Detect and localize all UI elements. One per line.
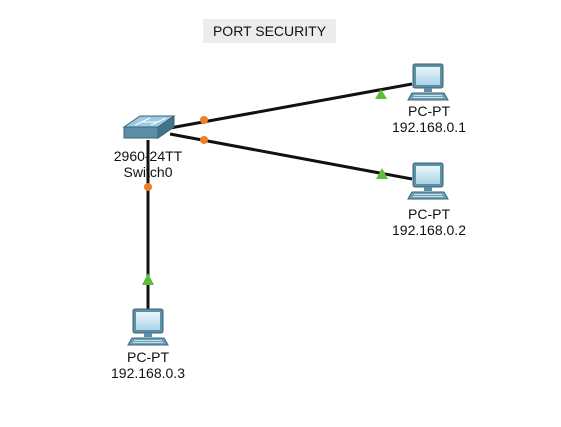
port-indicator-pc2 bbox=[376, 168, 388, 179]
pc-icon[interactable] bbox=[407, 63, 449, 101]
switch-label[interactable]: 2960-24TT Switch0 bbox=[108, 148, 188, 180]
port-indicator-switch-pc1 bbox=[200, 116, 208, 124]
port-indicator-pc1 bbox=[375, 89, 387, 99]
pc2-ip: 192.168.0.2 bbox=[392, 222, 466, 238]
pc3-type: PC-PT bbox=[127, 349, 169, 365]
port-indicator-pc3 bbox=[142, 273, 154, 285]
pc1-type: PC-PT bbox=[408, 103, 450, 119]
pc-icon[interactable] bbox=[127, 308, 169, 346]
pc-icon[interactable] bbox=[407, 162, 449, 200]
pc2-label[interactable]: PC-PT 192.168.0.2 bbox=[379, 206, 479, 238]
pc1-ip: 192.168.0.1 bbox=[392, 119, 466, 135]
switch-model: 2960-24TT bbox=[113, 148, 183, 164]
pc2-type: PC-PT bbox=[408, 206, 450, 222]
pc3-ip: 192.168.0.3 bbox=[111, 365, 185, 381]
switch-name: Switch0 bbox=[123, 164, 173, 180]
link-switch-pc1[interactable] bbox=[169, 82, 413, 130]
switch-icon[interactable] bbox=[122, 115, 176, 139]
port-indicator-switch-pc3 bbox=[144, 183, 152, 191]
pc3-label[interactable]: PC-PT 192.168.0.3 bbox=[98, 349, 198, 381]
diagram-title: PORT SECURITY bbox=[203, 19, 336, 43]
link-switch-pc2[interactable] bbox=[169, 132, 413, 181]
pc1-label[interactable]: PC-PT 192.168.0.1 bbox=[379, 103, 479, 135]
port-indicator-switch-pc2 bbox=[200, 136, 208, 144]
